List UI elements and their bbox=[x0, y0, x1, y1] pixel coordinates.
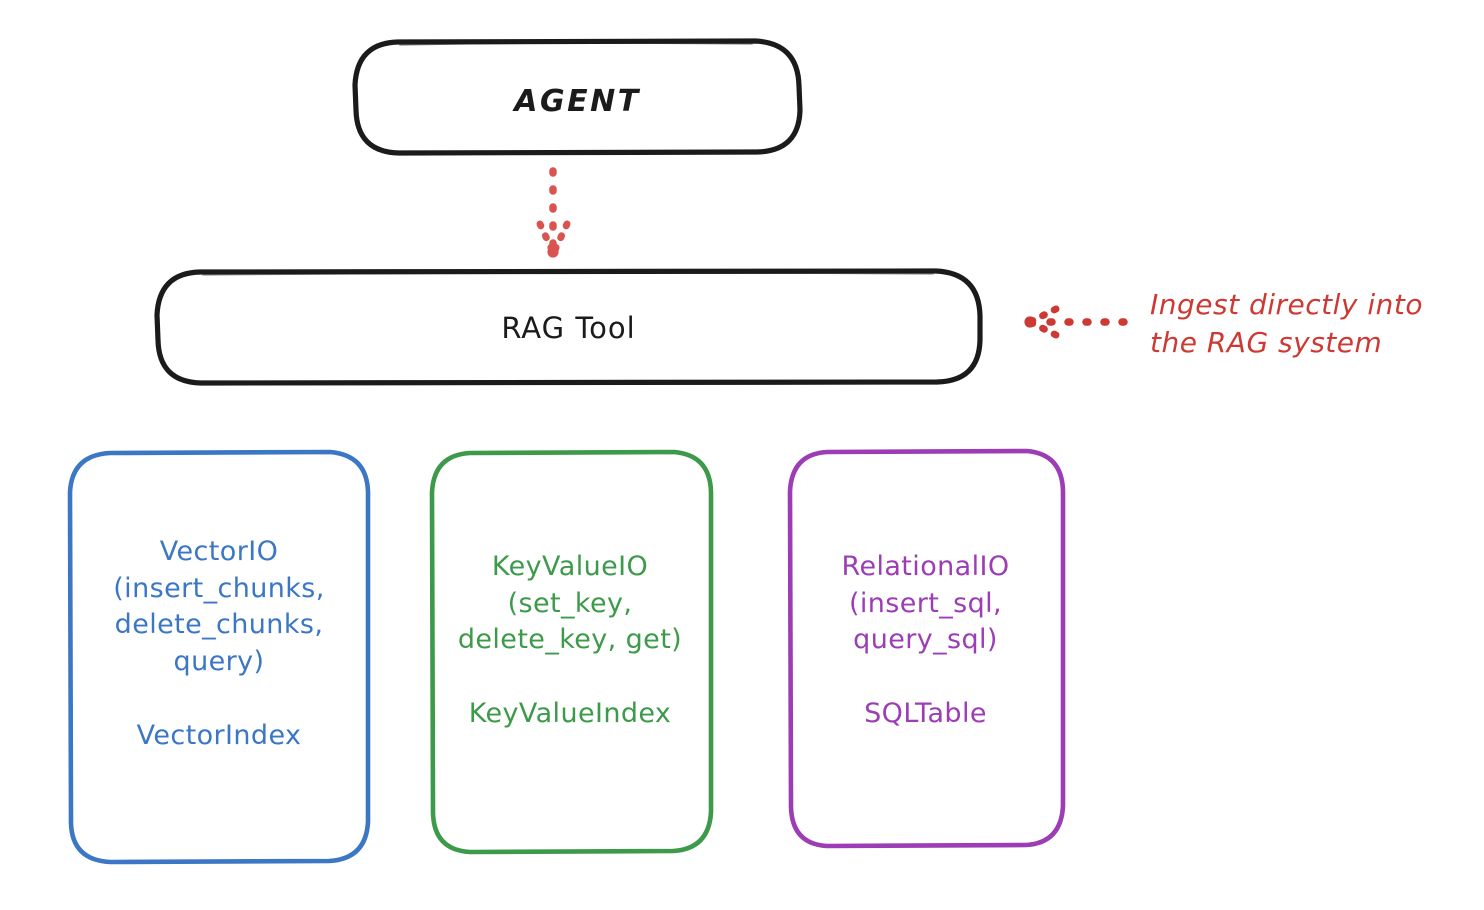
rag-tool-node-shape[interactable] bbox=[154, 268, 983, 386]
key-value-io-node-shape[interactable] bbox=[429, 449, 714, 855]
ingest-to-rag-connector bbox=[1024, 305, 1128, 339]
ingest-annotation-label: Ingest directly into the RAG system bbox=[1150, 288, 1424, 359]
relational-io-node-shape[interactable] bbox=[787, 448, 1066, 849]
vector-io-node-shape[interactable] bbox=[67, 449, 371, 865]
agent-node-shape[interactable] bbox=[352, 38, 803, 156]
agent-to-rag-connector bbox=[536, 167, 571, 258]
